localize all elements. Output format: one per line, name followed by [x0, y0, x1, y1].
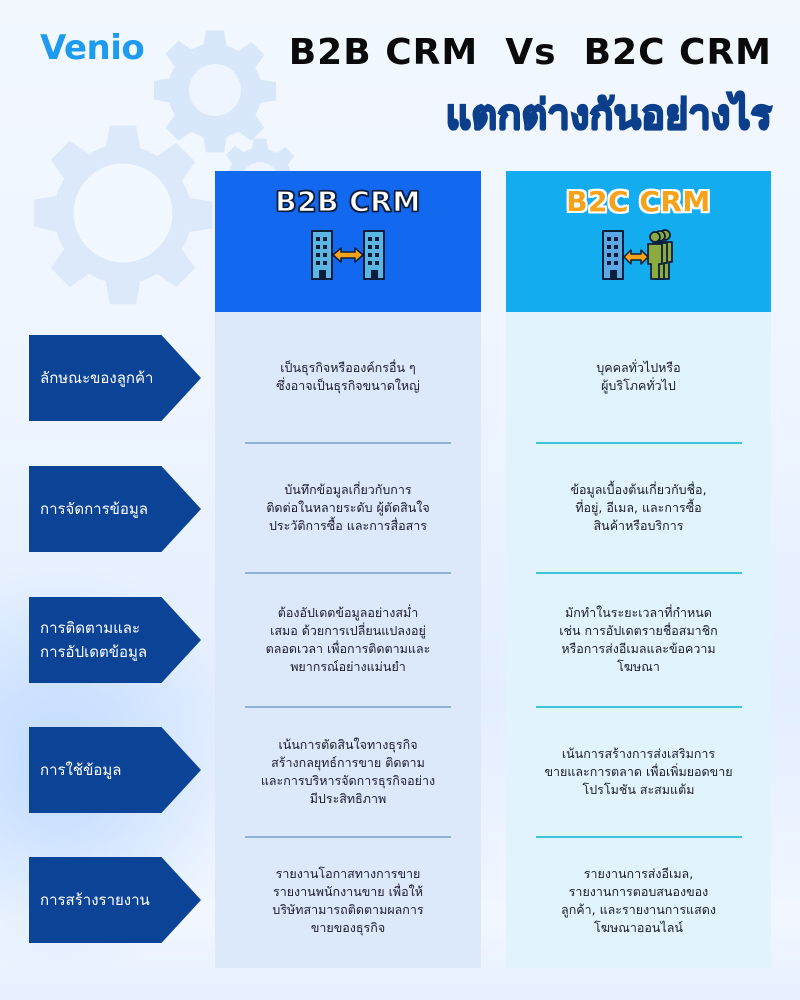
b2c-cell-reporting: รายงานการส่งอีเมล, รายงานการตอบสนองของ ล…: [561, 866, 716, 935]
b2c-column-title: B2C CRM: [566, 185, 711, 218]
gear-icon: [153, 30, 277, 153]
building-to-people-icon: [601, 229, 673, 280]
divider: [245, 572, 451, 574]
b2c-column: B2C CRM บุคคลทั่วไปหรือ ผู้บ: [506, 171, 771, 968]
b2b-column: B2B CRM เป็นธุรกิจหรือองค์กรอื่น ๆ ซึ่งอ…: [215, 171, 481, 968]
b2c-cell-customer-type: บุคคลทั่วไปหรือ ผู้บริโภคทั่วไป: [596, 360, 681, 393]
b2b-cell-data-usage: เน้นการตัดสินใจทางธุรกิจ สร้างกลยุทธ์การ…: [260, 737, 436, 806]
b2b-cell-data-management: บันทึกข้อมูลเกี่ยวกับการ ติดต่อในหลายระด…: [266, 482, 430, 533]
b2b-cell-customer-type: เป็นธุรกิจหรือองค์กรอื่น ๆ ซึ่งอาจเป็นธุ…: [276, 360, 420, 393]
divider: [536, 706, 742, 708]
page-subtitle: แตกต่างกันอย่างไร: [444, 91, 773, 139]
b2c-column-header: B2C CRM: [506, 171, 771, 312]
building-to-building-icon: [311, 230, 385, 280]
divider: [536, 836, 742, 838]
b2b-cell-reporting: รายงานโอกาสทางการขาย รายงานพนักงานขาย เพ…: [272, 866, 424, 935]
divider: [245, 706, 451, 708]
b2b-cell-tracking-updating: ต้องอัปเดตข้อมูลอย่างสม่ำ เสมอ ด้วยการเป…: [265, 605, 431, 674]
divider: [245, 442, 451, 444]
row-label-tracking-updating: การติดตามและ การอัปเดตข้อมูล: [29, 597, 201, 683]
b2c-cell-data-usage: เน้นการสร้างการส่งเสริมการ ขายและการตลาด…: [544, 746, 733, 797]
divider: [245, 836, 451, 838]
page-title: B2B CRM Vs B2C CRM: [288, 32, 772, 73]
b2b-column-title: B2B CRM: [275, 184, 421, 218]
venio-logo: Venio: [40, 28, 145, 68]
b2c-cell-data-management: ข้อมูลเบื้องต้นเกี่ยวกับชื่อ, ที่อยู่, อ…: [570, 482, 707, 533]
row-label-data-usage: การใช้ข้อมูล: [29, 727, 201, 813]
gear-icon: [33, 125, 213, 305]
b2c-cell-tracking-updating: มักทำในระยะเวลาที่กำหนด เช่น การอัปเดตรา…: [559, 605, 718, 674]
row-label-reporting: การสร้างรายงาน: [29, 857, 201, 943]
row-label-customer-type: ลักษณะของลูกค้า: [29, 335, 201, 421]
divider: [536, 572, 742, 574]
divider: [536, 442, 742, 444]
b2b-column-header: B2B CRM: [215, 171, 481, 312]
row-label-data-management: การจัดการข้อมูล: [29, 466, 201, 552]
